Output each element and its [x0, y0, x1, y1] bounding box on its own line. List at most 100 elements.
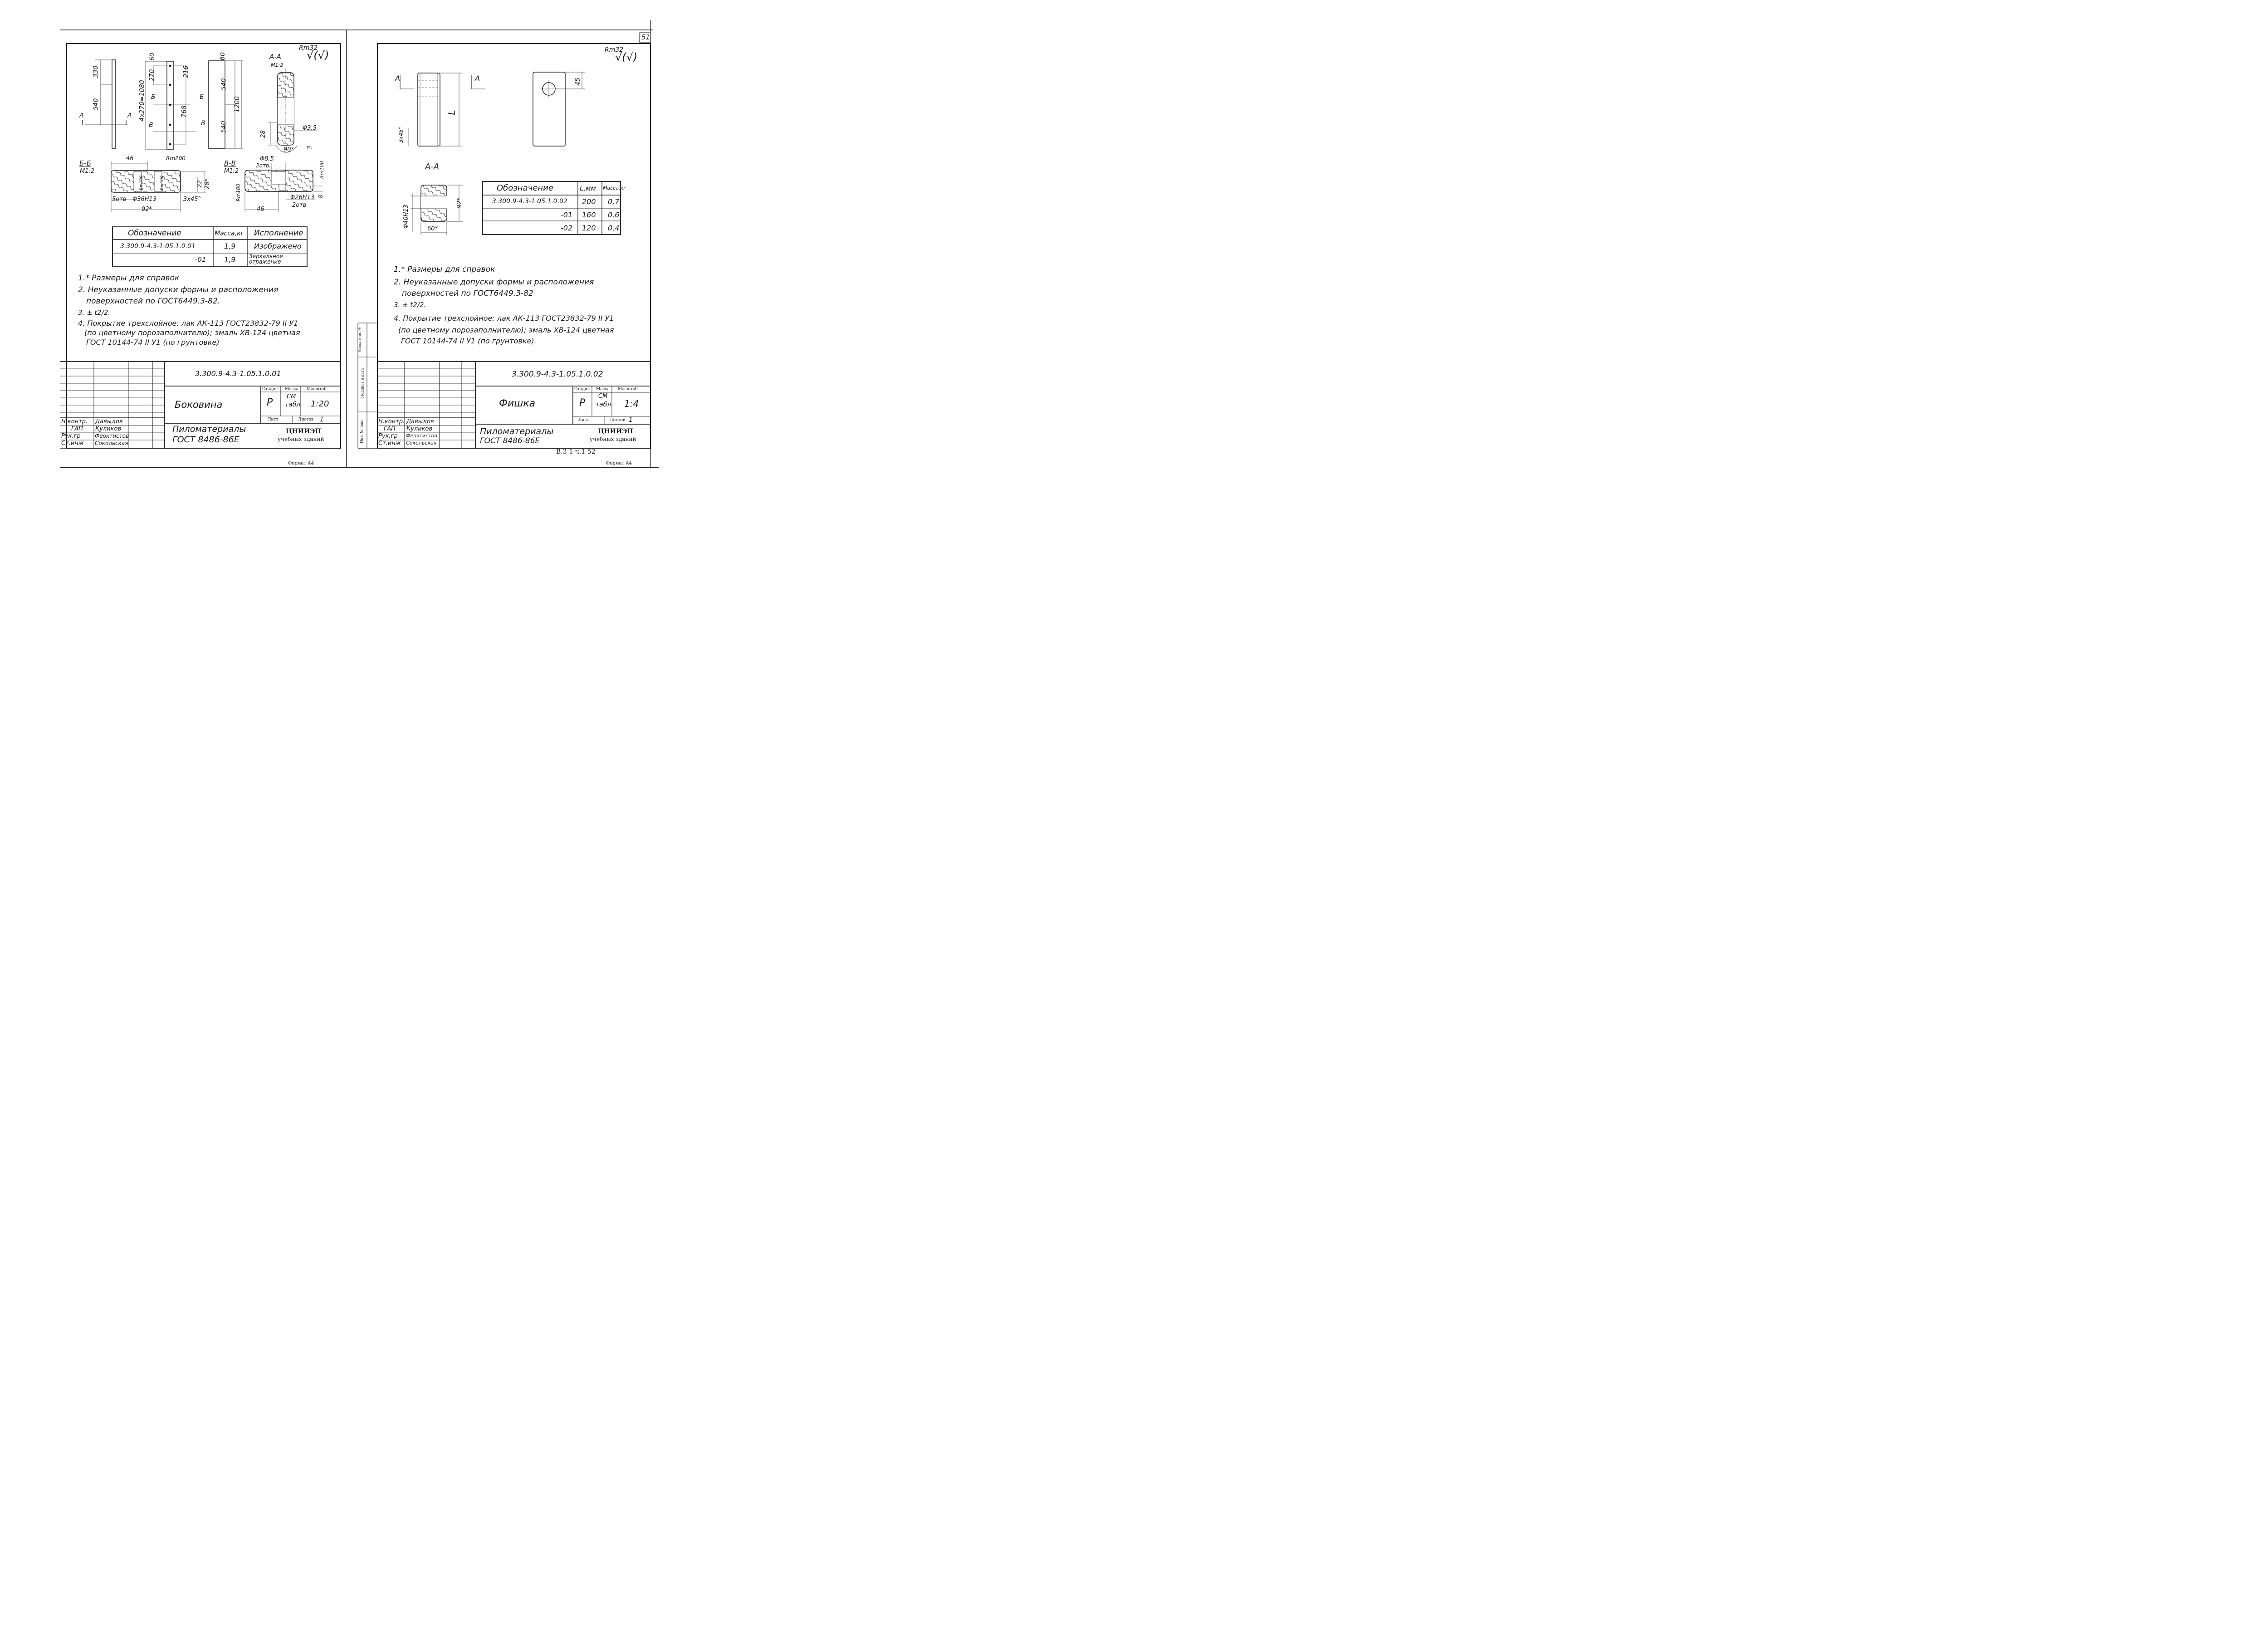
dim-22: 22	[196, 180, 203, 188]
dim-holes-count: 5отв	[112, 196, 127, 203]
stamp-name: Феоктистов	[406, 433, 437, 439]
table-cell: 120	[582, 224, 596, 232]
stamp-col-label: Масштаб	[618, 387, 638, 391]
note-line: 4. Покрытие трехслойное: лак АК-113 ГОСТ…	[78, 319, 298, 328]
note-line: 1.* Размеры для справок	[78, 274, 180, 283]
roughness-symbol-right: √(√)	[615, 51, 638, 64]
dim-92-ref: 92*	[142, 206, 152, 213]
stamp-name: Феоктистов	[95, 433, 129, 439]
side-label-signature-date: Подпись и дата	[360, 368, 365, 398]
section-bb-scale: М1:2	[80, 168, 95, 175]
stamp-name: Куликов	[406, 426, 433, 432]
format-label: Формат А4	[606, 461, 632, 466]
table-header: Исполнение	[254, 229, 303, 238]
stamp-role: ГАП	[71, 426, 83, 432]
section-vv-label: В-В	[224, 159, 236, 167]
stamp-sheets-label: Листов	[610, 418, 626, 422]
stamp-mass: СМ	[598, 393, 608, 400]
stamp-role: Ст.инж	[61, 440, 84, 447]
side-label-inv-original: Инв. № подл.	[359, 418, 364, 443]
dim-60-ref: 60*	[427, 225, 438, 232]
stamp-mass: табл.	[596, 401, 613, 408]
stamp-name: Сокольская	[406, 440, 437, 446]
note-line: поверхностей по ГОСТ6449.3-82.	[86, 297, 220, 306]
stamp-organization: ЦНИИЭП	[598, 428, 633, 435]
section-vv-scale: М1:2	[224, 168, 239, 175]
stamp-role: Н.контр.	[61, 418, 88, 425]
dim-60: 60	[219, 52, 226, 60]
dim-rm100: Rm100	[160, 175, 165, 191]
dim-60: 60	[148, 53, 156, 61]
stamp-role: Н.контр.	[378, 418, 405, 425]
stamp-sheets-label: Листов	[298, 417, 314, 422]
dim-28-ref: 28*	[204, 178, 211, 190]
table-cell: -01	[195, 255, 206, 264]
note-line: 4. Покрытие трехслойное: лак АК-113 ГОСТ…	[394, 314, 614, 323]
table-cell: 200	[582, 197, 596, 206]
table-cell: 0,4	[608, 224, 620, 232]
table-header: Обозначение	[497, 183, 553, 193]
stamp-material: Пиломатериалы	[480, 426, 554, 436]
page-number: 51	[641, 33, 650, 41]
note-line: 2. Неуказанные допуски формы и расположе…	[78, 285, 279, 294]
stamp-material: Пиломатериалы	[172, 424, 246, 434]
table-cell: Изображено	[254, 242, 302, 250]
stamp-sheets-count: 1	[629, 416, 633, 424]
album-reference: В.3-1 ч.1 52	[556, 448, 596, 455]
stamp-role: Рук.гр	[378, 433, 398, 440]
cut-mark-a: А	[475, 74, 480, 83]
drawing-linework	[60, 20, 659, 468]
note-line: 2. Неуказанные допуски формы и расположе…	[394, 278, 594, 287]
stamp-material-standard: ГОСТ 8486-86Е	[480, 436, 540, 445]
dim-holes-count: 2отв.	[256, 162, 271, 169]
cut-mark-b: Б	[151, 93, 156, 101]
dim-8: 8	[317, 195, 324, 198]
cut-mark-a: А	[395, 74, 400, 83]
note-line: 1.* Размеры для справок	[394, 265, 495, 274]
dim-phi3-5: Φ3,5	[303, 125, 317, 132]
table-header: L,мм	[580, 184, 596, 192]
cut-mark-v: В	[149, 122, 153, 129]
stamp-col-label: Масштаб	[307, 387, 327, 391]
dim-phi26: Φ26Н13	[290, 194, 315, 201]
table-header: Масса,кг	[215, 230, 244, 237]
stamp-sheet-label: Лист	[578, 418, 589, 422]
stamp-part-name: Фишка	[499, 398, 536, 409]
stamp-col-label: Масса	[596, 387, 610, 391]
table-cell: 0,7	[608, 197, 620, 206]
stamp-name: Давыдов	[406, 418, 434, 425]
dim-216: 216	[182, 65, 190, 78]
note-line: 3. ± t2/2.	[78, 308, 111, 317]
dim-46: 46	[257, 206, 264, 213]
dim-rm200: Rm200	[166, 155, 186, 161]
dim-540: 540	[220, 78, 228, 91]
stamp-name: Давыдов	[95, 418, 123, 425]
stamp-stage: Р	[579, 397, 586, 409]
table-cell: -01	[561, 210, 573, 219]
dim-3: 3	[306, 146, 313, 150]
dim-28: 28	[259, 130, 267, 138]
table-cell: 0,6	[608, 210, 620, 219]
dim-46: 46	[126, 155, 134, 162]
dim-rm100: Rm100	[235, 183, 242, 202]
dim-holes-count: 2отв	[292, 202, 307, 209]
dim-270: 270	[148, 69, 156, 82]
note-line: ГОСТ 10144-74 II У1 (по грунтовке)	[86, 338, 220, 347]
stamp-organization: учебных зданий	[278, 436, 324, 442]
table-cell: 3.300.9-4.3-1.05.1.0.01	[120, 243, 196, 250]
dim-4x270: 4x270=1080	[138, 80, 146, 122]
dim-1200: 1200	[233, 96, 241, 113]
stamp-scale: 1:4	[624, 398, 639, 409]
table-header: Масса,кг	[603, 185, 626, 191]
format-label: Формат А4	[288, 461, 314, 466]
stamp-mass: СМ	[287, 393, 296, 400]
stamp-material-standard: ГОСТ 8486-86Е	[172, 435, 240, 445]
dim-phi40: Φ40Н13	[403, 204, 410, 229]
roughness-symbol-left: √(√)	[307, 49, 329, 62]
dim-phi36: Φ36Н13	[132, 196, 157, 203]
stamp-mass: табл	[285, 401, 301, 408]
note-line: 3. ± t2/2.	[394, 301, 426, 309]
section-aa-label: А-А	[269, 53, 281, 61]
stamp-sheets-count: 1	[320, 416, 324, 423]
roughness-mark-right: Rm32	[605, 46, 624, 54]
